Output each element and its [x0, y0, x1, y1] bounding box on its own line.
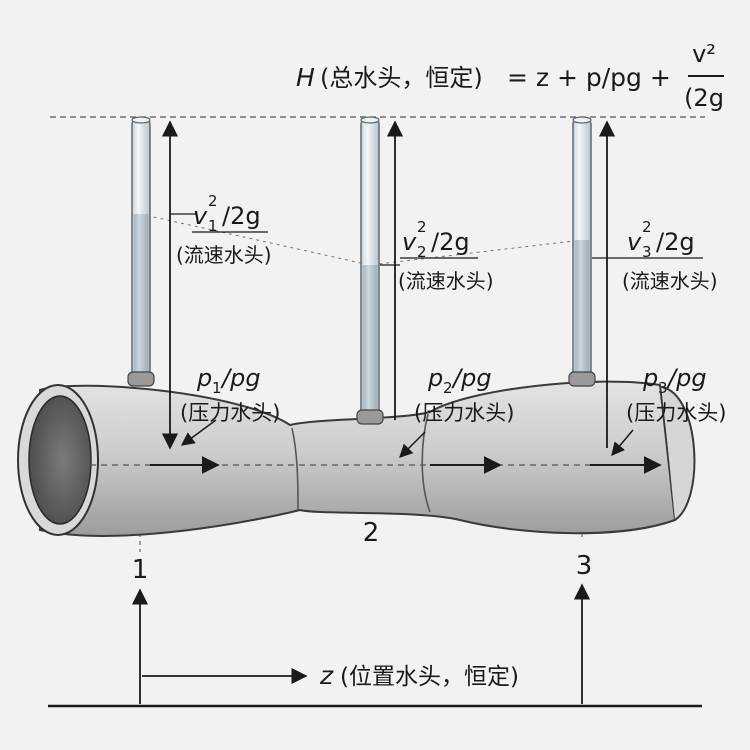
pressure-head-2-rest: /pg [451, 364, 492, 392]
velocity-head-3-sup: 2 [642, 218, 652, 236]
velocity-head-2-sub: 2 [417, 243, 427, 261]
velocity-head-3-desc: (流速水头) [622, 269, 718, 293]
total-head-fraction-denominator: (2g [684, 84, 724, 112]
pipe-body [39, 380, 677, 537]
pipe-outlet-rim [661, 386, 696, 521]
pipe-contraction-edge [291, 427, 299, 511]
pressure-head-3-rest: /pg [666, 364, 707, 392]
pressure-head-2-desc: (压力水头) [414, 401, 514, 425]
pressure-head-label-2: p 2 /pg (压力水头) [414, 364, 514, 425]
total-head-formula: H (总水头，恒定) = z + p/pg + v² (2g [296, 40, 724, 112]
velocity-head-2-base: v [402, 228, 417, 256]
venturi-pipe [17, 380, 696, 537]
pressure-head-3-base: p [642, 364, 658, 392]
pressure-head-1-rest: /pg [220, 364, 261, 392]
pressure-head-pointer-1 [180, 419, 217, 446]
pressure-head-pointer-2 [399, 431, 426, 458]
head-arrows [161, 120, 634, 458]
pipe-inlet-opening [28, 395, 92, 525]
section-label-1: 1 [132, 555, 149, 585]
piezometer-tube-2 [356, 116, 384, 425]
total-head-rhs: = z + p/pg + [507, 63, 671, 92]
elevation-head [131, 583, 591, 704]
velocity-head-3-base: v [627, 228, 642, 256]
hydraulic-grade-line [139, 213, 583, 266]
tube-3-water [574, 240, 590, 376]
tube-1-fitting [127, 371, 155, 387]
pressure-head-3-desc: (压力水头) [626, 401, 726, 425]
velocity-head-label-3: v 2 3 /2g (流速水头) [622, 218, 718, 293]
section-label-2: 2 [363, 518, 380, 548]
pressure-head-2-base: p [427, 364, 443, 392]
velocity-head-1-base: v [193, 202, 208, 230]
pressure-head-label-3: p 3 /pg (压力水头) [626, 364, 726, 425]
velocity-head-1-sub: 1 [208, 217, 218, 235]
piezometer-tube-1 [127, 116, 155, 387]
tube-3-top [572, 116, 592, 124]
tube-1-water [133, 214, 149, 376]
pressure-head-1-base: p [196, 364, 212, 392]
piezometer-tube-3 [568, 116, 596, 387]
pressure-head-3-sub: 3 [658, 379, 668, 397]
section-label-3: 3 [576, 551, 593, 581]
tube-3-fitting [568, 371, 596, 387]
velocity-head-3-sub: 3 [642, 243, 652, 261]
velocity-head-1-sup: 2 [208, 192, 218, 210]
pressure-head-1-sub: 1 [212, 379, 222, 397]
velocity-head-label-2: v 2 2 /2g (流速水头) [398, 218, 494, 293]
velocity-head-2-rest: /2g [431, 228, 470, 256]
velocity-head-3-rest: /2g [656, 228, 695, 256]
velocity-head-2-sup: 2 [417, 218, 427, 236]
total-head-fraction-numerator: v² [692, 40, 716, 68]
pressure-head-2-sub: 2 [443, 379, 453, 397]
tube-1-top [131, 116, 151, 124]
elevation-head-symbol: z [319, 661, 334, 690]
velocity-head-1-rest: /2g [222, 202, 261, 230]
pressure-head-label-1: p 1 /pg (压力水头) [180, 364, 280, 425]
elevation-head-description: (位置水头，恒定) [340, 664, 519, 690]
tube-2-fitting [356, 409, 384, 425]
pressure-head-pointer-3 [611, 429, 634, 457]
pressure-head-1-desc: (压力水头) [180, 401, 280, 425]
tube-2-water [362, 265, 378, 414]
total-head-symbol: H [296, 63, 315, 92]
total-head-description: (总水头，恒定) [320, 64, 483, 92]
tube-2-top [360, 116, 380, 124]
velocity-head-2-desc: (流速水头) [398, 269, 494, 293]
velocity-head-1-desc: (流速水头) [176, 243, 272, 267]
velocity-head-label-1: v 2 1 /2g (流速水头) [176, 192, 272, 267]
